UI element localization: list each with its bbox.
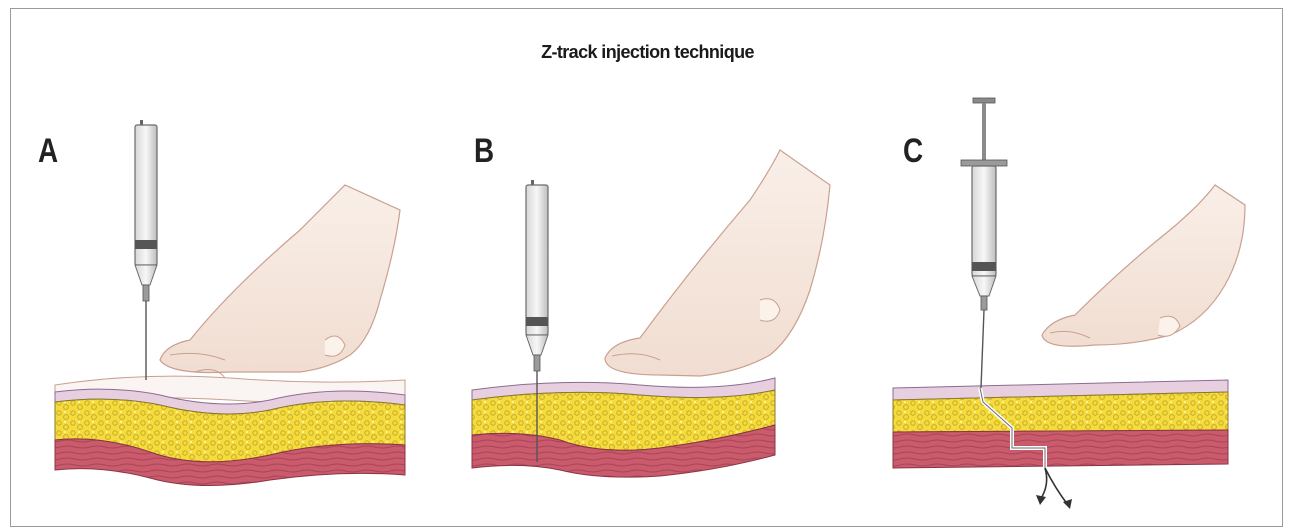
hand-a xyxy=(160,185,400,373)
muscle-layer-c xyxy=(893,430,1228,468)
panel-b xyxy=(472,150,830,477)
panel-c xyxy=(893,98,1245,509)
medication-arrows xyxy=(1040,468,1068,505)
syringe-a xyxy=(135,120,157,380)
syringe-c xyxy=(961,98,1007,388)
hand-c xyxy=(1042,185,1245,346)
hand-b xyxy=(605,150,830,376)
panel-a xyxy=(55,120,405,486)
